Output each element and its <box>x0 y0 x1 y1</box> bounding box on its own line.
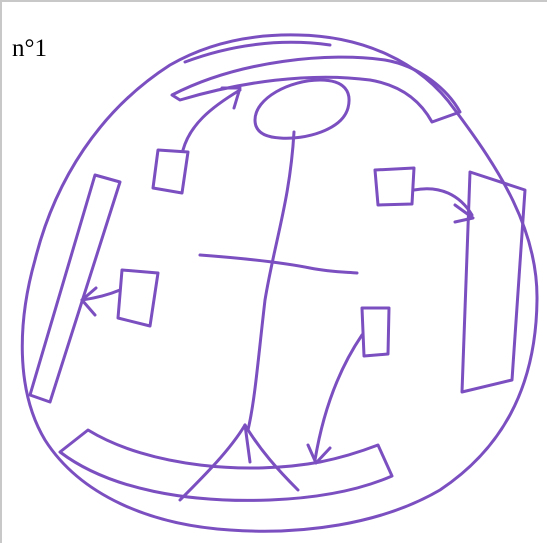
top-arc-band <box>172 57 460 122</box>
bottom-arc-band <box>60 430 392 500</box>
left-tall-slab <box>30 175 120 402</box>
lower-right-arrow <box>315 335 362 460</box>
top-left-arrow <box>183 90 240 150</box>
lower-right-small-box <box>362 308 389 356</box>
upper-right-small-box <box>375 168 414 205</box>
upper-left-small-box <box>153 150 188 193</box>
middle-left-small-box <box>118 270 158 326</box>
bottom-branch-right <box>245 425 298 490</box>
vertical-spine <box>248 132 294 430</box>
top-oval <box>255 80 349 138</box>
horizontal-crossbar <box>200 255 357 273</box>
